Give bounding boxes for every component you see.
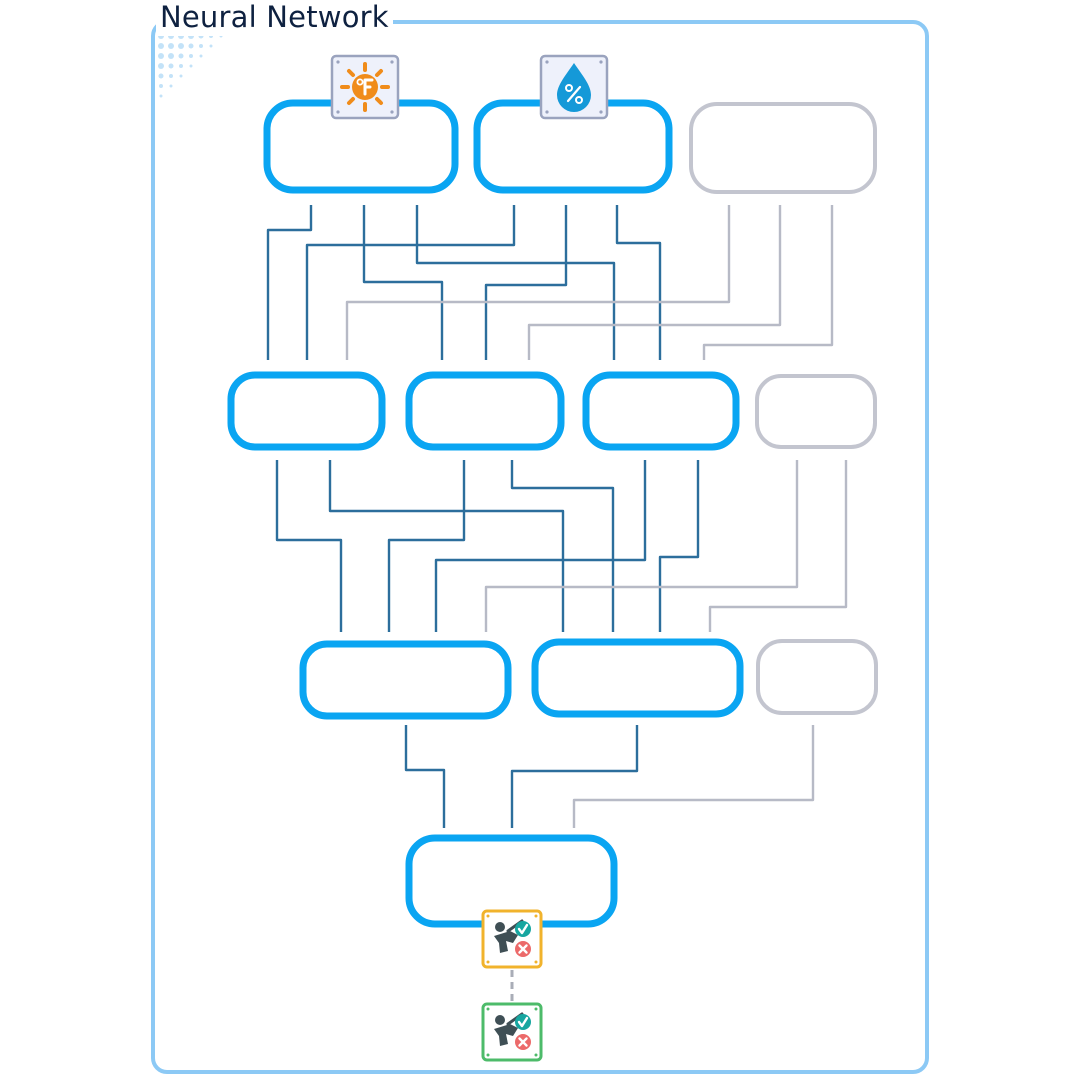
connection-line-inactive: [572, 725, 815, 828]
connection-line-inactive: [702, 205, 834, 360]
connection-line: [328, 460, 565, 632]
connection-line: [510, 725, 639, 828]
target-badge: [481, 1002, 543, 1062]
connection-line: [305, 205, 516, 360]
hidden1-node-1[interactable]: [227, 371, 386, 451]
water-drop-percent-icon: [557, 63, 591, 112]
connection-line: [387, 460, 466, 632]
connections-input-to-hidden1: [266, 205, 834, 360]
humidity-badge: [539, 54, 609, 120]
hidden-layer-2: [299, 638, 878, 720]
diagram-title: Neural Network: [156, 0, 393, 36]
hidden2-node-inactive[interactable]: [756, 639, 878, 715]
connections-hidden2-to-output: [404, 725, 815, 828]
connection-line: [266, 205, 313, 360]
connection-line: [484, 205, 568, 360]
hidden1-node-2[interactable]: [405, 371, 565, 451]
connection-line: [275, 460, 343, 632]
connection-line: [615, 205, 662, 360]
connection-line: [404, 725, 446, 828]
hidden1-node-inactive[interactable]: [755, 374, 877, 449]
sun-fahrenheit-icon: [340, 62, 390, 112]
input-node-inactive[interactable]: [689, 102, 877, 194]
hidden2-node-2[interactable]: [531, 638, 744, 718]
connection-line: [434, 460, 647, 632]
connection-line: [415, 205, 616, 360]
connection-line-inactive: [708, 460, 848, 632]
connection-line-inactive: [484, 460, 799, 632]
input-layer: [263, 99, 877, 194]
hidden1-node-3[interactable]: [582, 371, 740, 451]
connection-line: [658, 460, 700, 632]
network-frame: [151, 20, 929, 1074]
connection-line-inactive: [345, 205, 731, 360]
frame-dot-texture: [158, 33, 223, 98]
connection-line-inactive: [527, 205, 782, 360]
connection-line: [362, 205, 444, 360]
connections-hidden1-to-hidden2: [275, 460, 848, 632]
hidden-layer-1: [227, 371, 877, 451]
prediction-badge: [481, 909, 543, 969]
temperature-badge: [330, 54, 400, 120]
hidden2-node-1[interactable]: [299, 640, 512, 720]
